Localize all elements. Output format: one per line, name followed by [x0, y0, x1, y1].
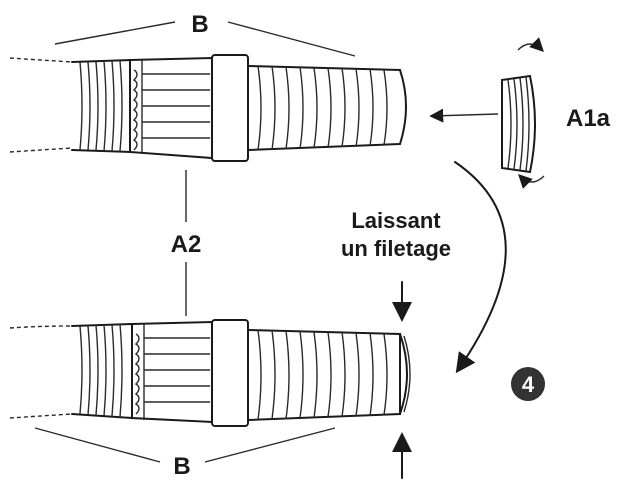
- label-b-bottom: B: [173, 453, 190, 480]
- insert-arrow: [429, 108, 499, 123]
- top-threaded-section: [247, 65, 407, 151]
- top-collar: [211, 54, 249, 162]
- bottom-threaded-section: [247, 329, 411, 421]
- top-left-ribs: [79, 60, 123, 152]
- bottom-collar: [211, 319, 249, 427]
- top-b-line-left: [54, 21, 176, 45]
- label-a2: A2: [171, 231, 202, 258]
- step-number: 4: [522, 372, 535, 397]
- step-badge: 4: [511, 367, 545, 401]
- bottom-b-line-left: [34, 427, 161, 463]
- bottom-b-line-right: [204, 427, 336, 463]
- bottom-knurled-nut: [131, 320, 213, 424]
- top-b-line-right: [227, 21, 356, 57]
- bottom-left-ribs: [79, 323, 123, 418]
- label-b-top: B: [191, 11, 208, 38]
- a1a-nut: [501, 37, 545, 189]
- transition-arrow: [454, 161, 507, 374]
- caption-line1: Laissant: [351, 208, 441, 233]
- label-a1a: A1a: [566, 105, 611, 132]
- top-knurled-nut: [129, 56, 213, 160]
- caption-line2: un filetage: [341, 236, 451, 261]
- step-badge-circle: [511, 367, 545, 401]
- bottom-hose-assembly: [9, 319, 411, 463]
- top-hose-assembly: [9, 21, 407, 162]
